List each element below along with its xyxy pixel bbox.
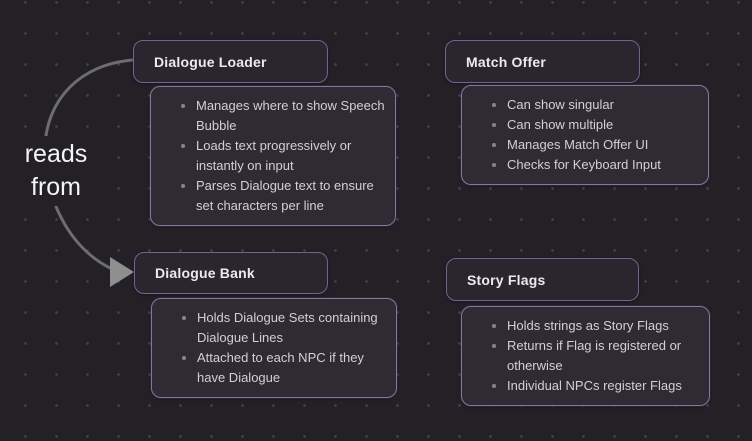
bullet-item: Loads text progressively or instantly on… [181, 136, 385, 176]
card-title: Story Flags [467, 271, 546, 288]
bullet-item: Manages Match Offer UI [492, 135, 698, 155]
title-card-dialogue-bank[interactable]: Dialogue Bank [134, 252, 328, 294]
bullet-item: Checks for Keyboard Input [492, 155, 698, 175]
list-card-dialogue-bank[interactable]: Holds Dialogue Sets containing Dialogue … [151, 298, 397, 398]
title-card-dialogue-loader[interactable]: Dialogue Loader [133, 40, 328, 83]
title-card-match-offer[interactable]: Match Offer [445, 40, 640, 83]
edge-label-line1: reads [24, 140, 88, 168]
bullet-item: Manages where to show Speech Bubble [181, 96, 385, 136]
edge-label-reads-from[interactable]: reads from [13, 136, 99, 206]
bullet-item: Can show multiple [492, 115, 698, 135]
bullet-item: Can show singular [492, 95, 698, 115]
card-title: Match Offer [466, 53, 546, 70]
bullet-item: Attached to each NPC if they have Dialog… [182, 348, 386, 388]
bullet-item: Holds Dialogue Sets containing Dialogue … [182, 308, 386, 348]
edge-arrowhead-icon [110, 257, 134, 287]
card-title: Dialogue Loader [154, 53, 267, 70]
bullet-item: Parses Dialogue text to ensure set chara… [181, 176, 385, 216]
bullet-list: Holds Dialogue Sets containing Dialogue … [152, 299, 396, 397]
bullet-item: Returns if Flag is registered or otherwi… [492, 336, 699, 376]
card-title: Dialogue Bank [155, 265, 255, 281]
edge-label-line2: from [31, 173, 81, 201]
bullet-item: Holds strings as Story Flags [492, 316, 699, 336]
bullet-item: Individual NPCs register Flags [492, 376, 699, 396]
title-card-story-flags[interactable]: Story Flags [446, 258, 639, 301]
